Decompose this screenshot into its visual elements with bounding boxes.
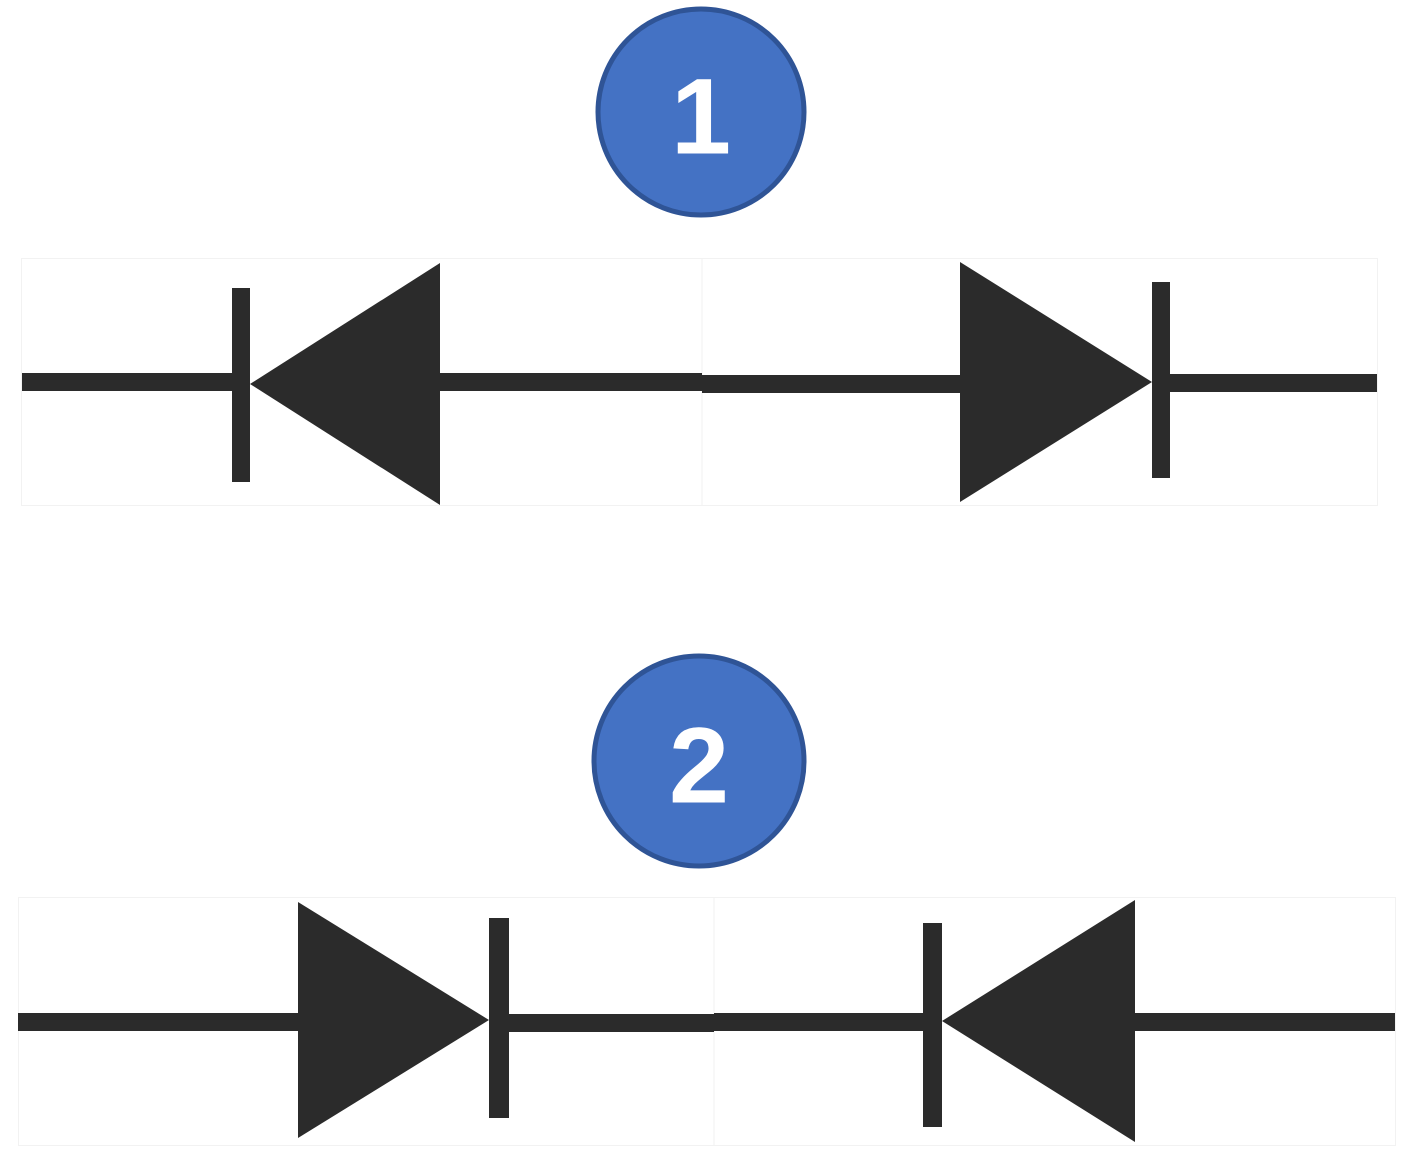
step-2-badge — [591, 653, 807, 869]
figure-1-group: 1 — [21, 6, 1378, 506]
step-1-badge-label: 1 — [671, 56, 731, 177]
wire-segment — [22, 373, 250, 391]
diode-triangle-right-pointing — [298, 902, 489, 1138]
wire-segment — [1135, 1013, 1395, 1031]
step-2-badge-label: 2 — [669, 705, 729, 826]
figure-2-group: 2 — [18, 653, 1396, 1146]
cathode-bar — [923, 923, 942, 1127]
diode-triangle-left-pointing — [942, 900, 1135, 1142]
figure-1-right-diode-icon — [960, 262, 1170, 502]
figure-2-right-diode-icon — [923, 900, 1135, 1142]
step-1-badge — [595, 6, 807, 218]
wire-segment — [1170, 374, 1377, 392]
cathode-bar — [489, 918, 509, 1118]
diode-triangle-left-pointing — [250, 263, 440, 505]
figure-1-left-diode-icon — [232, 263, 440, 505]
cathode-bar — [1152, 282, 1170, 478]
figure-2-left-diode-icon — [298, 902, 509, 1138]
wire-segment — [702, 375, 960, 393]
wire-segment — [714, 1013, 925, 1031]
wire-segment — [440, 373, 702, 391]
wire-segment — [509, 1014, 714, 1032]
figure-1-frame — [21, 258, 1378, 506]
diode-triangle-right-pointing — [960, 262, 1152, 502]
cathode-bar — [232, 288, 250, 482]
wire-segment — [18, 1013, 300, 1031]
